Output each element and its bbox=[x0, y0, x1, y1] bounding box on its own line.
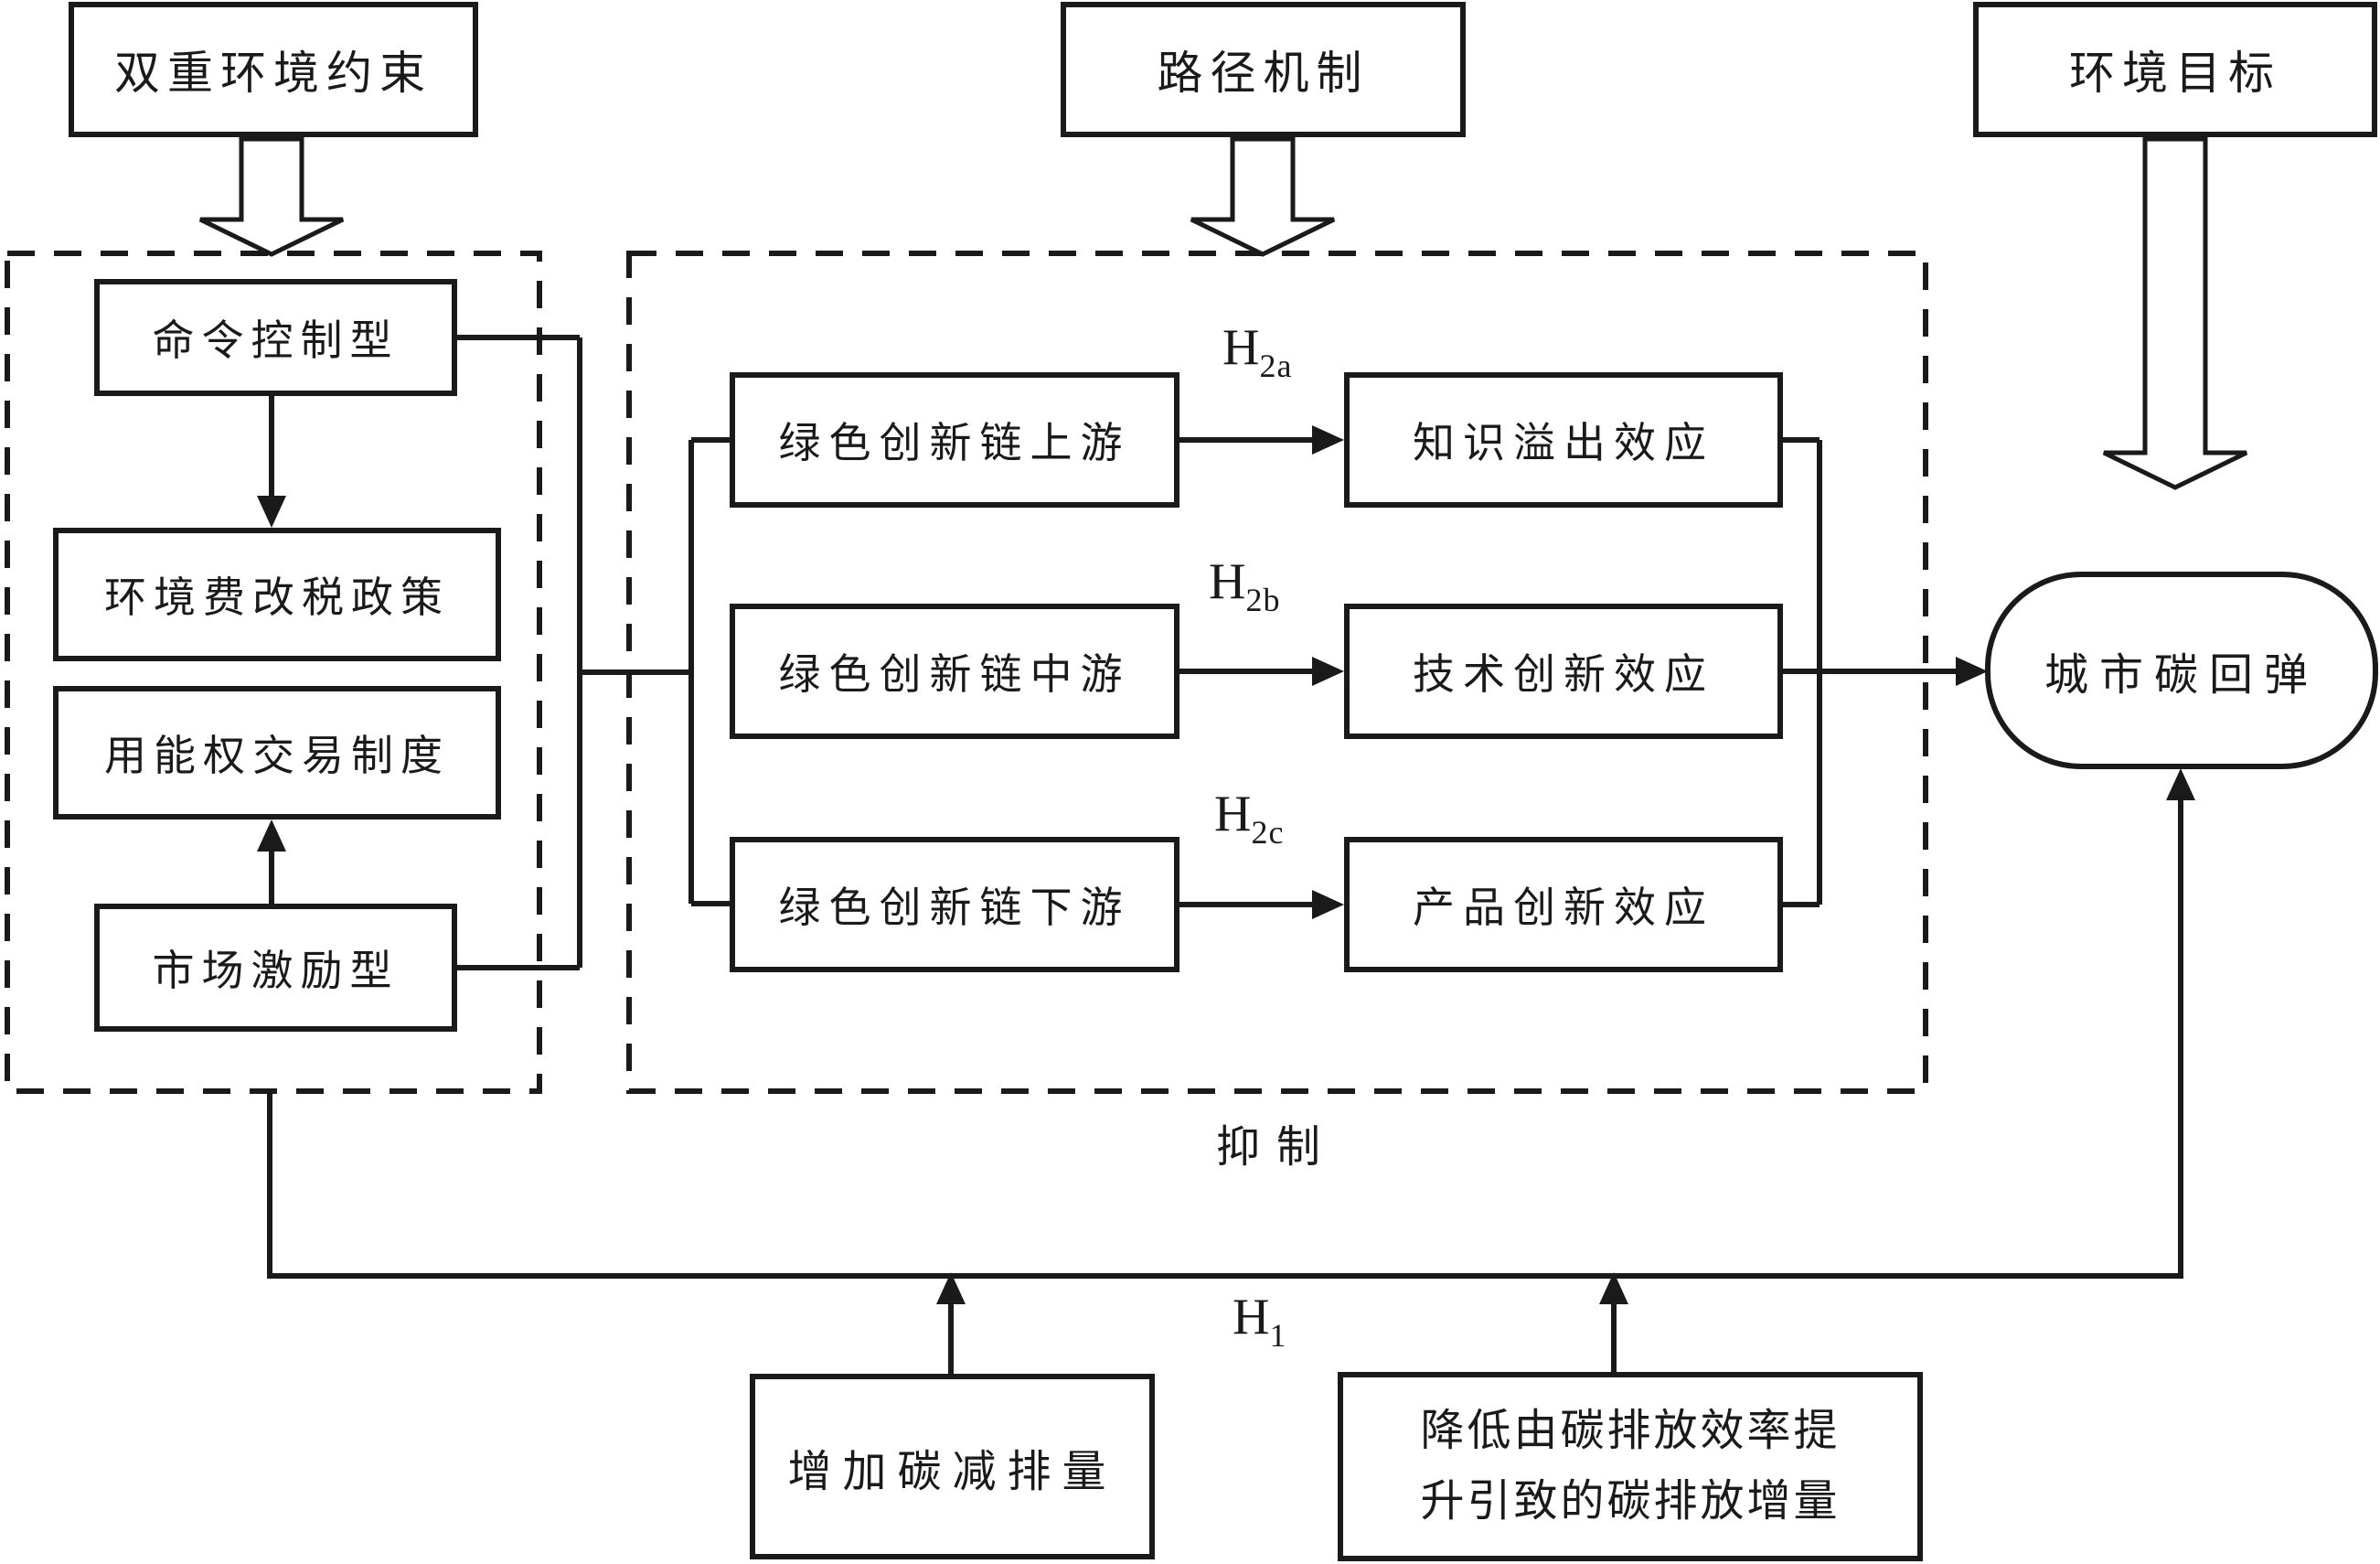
box-environment-goal: 环境目标 bbox=[1973, 2, 2377, 137]
box-product-innovation-effect: 产品创新效应 bbox=[1344, 837, 1783, 972]
arrowhead-decrease bbox=[1599, 1272, 1628, 1304]
arrowhead-bottom-into-outcome bbox=[2166, 768, 2195, 800]
label-h1: H1 bbox=[1233, 1288, 1286, 1355]
box-chain-upstream: 绿色创新链上游 bbox=[730, 372, 1179, 508]
label-h1-sub: 1 bbox=[1269, 1317, 1287, 1354]
right-bracket bbox=[1783, 437, 1958, 907]
arrowhead-outcome bbox=[1956, 657, 1988, 686]
label-h2c-main: H bbox=[1214, 786, 1252, 842]
box-fee-to-tax-policy: 环境费改税政策 bbox=[53, 528, 501, 661]
rows-bracket bbox=[688, 437, 730, 906]
outcome-urban-carbon-rebound: 城市碳回弹 bbox=[2044, 651, 2319, 700]
arrowhead-row3 bbox=[1312, 890, 1344, 919]
box-increase-carbon-reduction: 增加碳减排量 bbox=[750, 1374, 1155, 1559]
decrease-line-1: 降低由碳排放效率提 bbox=[1420, 1406, 1841, 1455]
box-chain-downstream: 绿色创新链下游 bbox=[730, 837, 1179, 972]
box-decrease-carbon-increment-text: 降低由碳排放效率提 升引致的碳排放增量 bbox=[1420, 1397, 1840, 1537]
box-path-mechanism: 路径机制 bbox=[1061, 2, 1466, 137]
hollow-arrow-env-goal bbox=[2102, 136, 2248, 490]
arrowhead-market-to-energy bbox=[257, 819, 286, 852]
label-h2b-main: H bbox=[1209, 553, 1246, 610]
decrease-line-2: 升引致的碳排放增量 bbox=[1420, 1476, 1841, 1526]
label-h2c-sub: 2c bbox=[1251, 814, 1285, 851]
box-technology-innovation-effect: 技术创新效应 bbox=[1344, 604, 1783, 739]
box-command-control: 命令控制型 bbox=[94, 279, 457, 396]
box-market-incentive: 市场激励型 bbox=[94, 904, 457, 1032]
box-dual-environment-constraint: 双重环境约束 bbox=[69, 2, 478, 137]
box-chain-midstream: 绿色创新链中游 bbox=[730, 604, 1179, 739]
label-h2a-main: H bbox=[1222, 319, 1260, 376]
left-bracket bbox=[457, 335, 691, 970]
outcome-shape bbox=[1985, 572, 2378, 769]
label-h2a: H2a bbox=[1222, 318, 1292, 385]
label-h2c: H2c bbox=[1214, 785, 1284, 852]
arrowhead-command-to-fee bbox=[257, 496, 286, 528]
bottom-route bbox=[267, 776, 2183, 1279]
box-decrease-carbon-increment: 降低由碳排放效率提 升引致的碳排放增量 bbox=[1338, 1372, 1923, 1561]
hollow-arrow-dual-constraint bbox=[198, 136, 345, 257]
arrowhead-row2 bbox=[1312, 657, 1344, 686]
arrowhead-row1 bbox=[1312, 425, 1344, 455]
arrowhead-increase bbox=[936, 1272, 966, 1304]
hollow-arrow-path-mechanism bbox=[1190, 136, 1336, 257]
box-knowledge-spillover-effect: 知识溢出效应 bbox=[1344, 372, 1783, 508]
box-energy-rights-trading: 用能权交易制度 bbox=[53, 686, 501, 819]
label-h1-main: H bbox=[1233, 1289, 1270, 1345]
label-suppress: 抑制 bbox=[1216, 1123, 1338, 1172]
label-h2a-sub: 2a bbox=[1259, 348, 1293, 384]
left-dashed-container bbox=[5, 251, 542, 1094]
label-h2b-sub: 2b bbox=[1245, 582, 1281, 618]
label-h2b: H2b bbox=[1209, 552, 1280, 619]
